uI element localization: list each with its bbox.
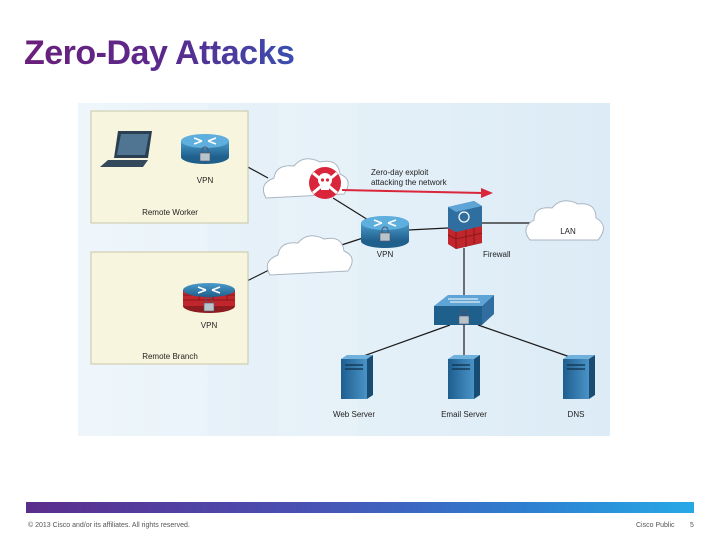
internet-cloud-icon xyxy=(266,235,353,276)
server-icon xyxy=(341,355,373,399)
exploit-label-line2: attacking the network xyxy=(371,178,448,187)
classification-text: Cisco Public xyxy=(636,522,675,529)
lock-icon xyxy=(379,226,391,242)
footer-bar xyxy=(26,502,694,513)
page-number: 5 xyxy=(690,522,694,529)
copyright-text: © 2013 Cisco and/or its affiliates. All … xyxy=(28,522,190,529)
remote-branch-vpn-label: VPN xyxy=(201,321,218,330)
lock-icon xyxy=(458,309,470,325)
link-switch-dns xyxy=(477,324,574,359)
server-icon xyxy=(563,355,595,399)
remote-branch-label: Remote Branch xyxy=(142,352,198,361)
core-router-vpn-label: VPN xyxy=(377,250,394,259)
dns-server-label: DNS xyxy=(568,410,585,419)
server-icon xyxy=(448,355,480,399)
link-core-router-firewall xyxy=(407,227,449,231)
firewall-icon xyxy=(447,201,483,249)
lock-icon xyxy=(203,296,215,312)
email-server-label: Email Server xyxy=(441,410,487,419)
lock-icon xyxy=(199,146,211,162)
firewall-label: Firewall xyxy=(483,250,511,259)
remote-worker-panel: VPN Remote Worker xyxy=(90,110,249,224)
remote-worker-vpn-label: VPN xyxy=(197,176,214,185)
slide-title: Zero-Day Attacks xyxy=(24,34,295,72)
web-server-label: Web Server xyxy=(333,410,375,419)
router-icon xyxy=(361,216,409,248)
link-switch-web xyxy=(357,324,451,359)
skull-crossbones-icon xyxy=(309,167,341,199)
router-firewall-icon xyxy=(183,283,235,313)
switch-icon xyxy=(434,295,494,325)
laptop-icon xyxy=(100,131,152,167)
lan-cloud-icon xyxy=(525,200,604,241)
network-diagram: VPN Remote Worker VPN Remote Branch xyxy=(78,103,610,436)
remote-worker-label: Remote Worker xyxy=(142,208,198,217)
lan-label: LAN xyxy=(560,227,576,236)
exploit-label-line1: Zero-day exploit xyxy=(371,168,429,177)
exploit-arrow xyxy=(341,188,493,198)
remote-branch-panel: VPN Remote Branch xyxy=(90,251,249,365)
